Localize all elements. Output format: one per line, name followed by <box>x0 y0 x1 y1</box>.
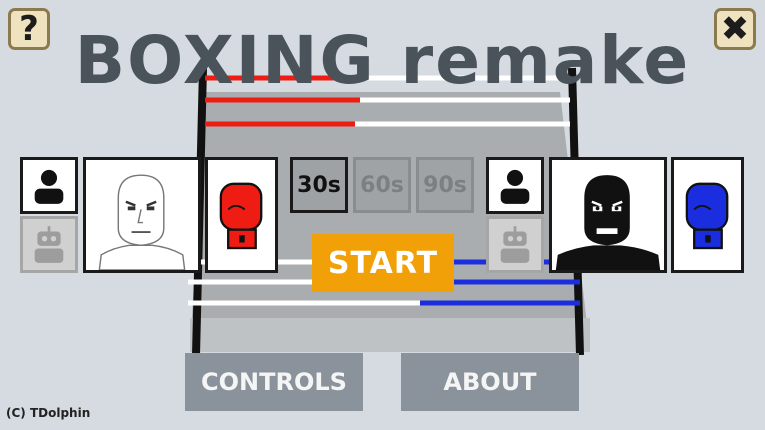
left-cpu-select[interactable] <box>20 216 78 273</box>
robot-icon <box>34 226 64 263</box>
controls-button[interactable]: CONTROLS <box>185 353 363 411</box>
left-human-select[interactable] <box>20 157 78 214</box>
time-option-60s[interactable]: 60s <box>353 157 411 213</box>
left-boxer-portrait[interactable] <box>83 157 201 273</box>
help-button[interactable]: ? <box>8 8 50 50</box>
close-button[interactable]: ✖ <box>714 8 756 50</box>
close-icon: ✖ <box>720 9 750 49</box>
right-boxer-portrait[interactable] <box>549 157 667 273</box>
right-glove-panel[interactable] <box>671 157 744 273</box>
robot-icon <box>500 226 530 263</box>
blue-glove-icon <box>685 182 729 250</box>
red-glove-icon <box>219 182 263 250</box>
help-icon: ? <box>19 9 39 49</box>
game-title: BOXING remake <box>74 22 691 99</box>
person-icon <box>34 169 64 204</box>
black-boxer-face <box>555 175 661 270</box>
left-glove-panel[interactable] <box>205 157 278 273</box>
person-icon <box>500 169 530 204</box>
right-cpu-select[interactable] <box>486 216 544 273</box>
time-option-90s[interactable]: 90s <box>416 157 474 213</box>
copyright-text: (C) TDolphin <box>6 406 91 420</box>
time-option-30s[interactable]: 30s <box>290 157 348 213</box>
start-button[interactable]: START <box>312 234 454 292</box>
white-boxer-face <box>98 174 186 270</box>
right-human-select[interactable] <box>486 157 544 214</box>
about-button[interactable]: ABOUT <box>401 353 579 411</box>
